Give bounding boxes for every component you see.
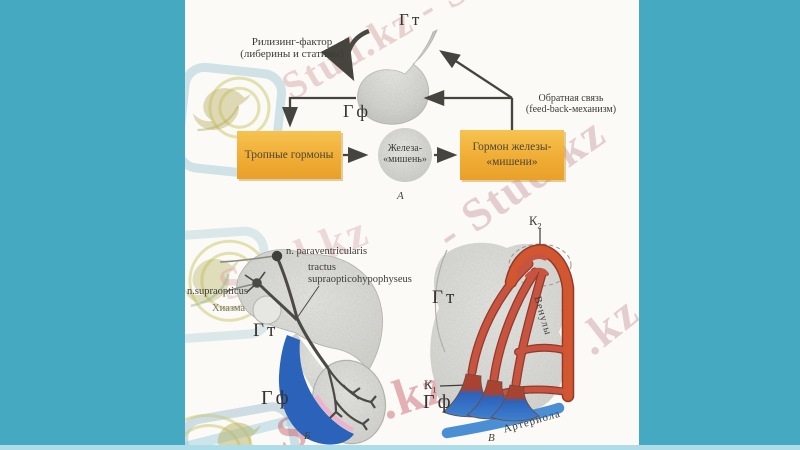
fig-v-hypophysis-label: Гф [423,391,454,413]
fig-b-caption: Б [304,430,311,442]
scan-panel: Stud.kz - Stud. - Stud.kz Stud.kz - Stud… [185,0,639,450]
target-gland-circle [378,128,432,182]
capillary-dashed-circle [508,243,572,287]
figure-a-shapes [281,28,514,182]
target-gland-label: Железа- «мишень» [383,143,427,166]
releasing-factor-label: Рилизинг-фактор (либерины и статины) [240,36,344,61]
gland-outline-gray [430,242,569,417]
feedback-to-gt-arrow [439,50,513,99]
fig-b-hypothalamus-label: Гт [253,320,279,341]
k2-label: К2 [529,214,542,231]
chiasma-shape [252,295,282,325]
figure-v-shapes [430,228,575,439]
bottom-strip [0,445,800,450]
k1-label: К1 [424,378,437,395]
feedback-label: Обратная связь (feed-back-механизм) [525,93,617,116]
fig-v-caption: В [488,432,495,444]
fig-a-hypothalamus-label: Гт [399,10,423,29]
posterior-lobe-blue [278,335,354,445]
chiasma-label: Хиазма [212,303,246,314]
supraopticus-label: n.supraopticus [187,286,248,297]
fig-b-hypophysis-label: Гф [261,387,292,409]
paraventricularis-label: n. paraventricularis [286,246,368,257]
figure-shapes [219,28,575,445]
releasing-arrow [320,28,370,82]
supraoptic-nucleus-cluster [244,271,266,293]
target-hormone-box: Гормон железы-«мишени» [460,130,564,180]
tractus-label: tractus supraopticohypophyseus [308,262,412,285]
sinusoid-funnels [442,373,540,422]
tropic-hormones-box: Тропные гормоны [237,131,341,179]
pituitary-gland-shape [357,29,438,125]
fig-a-hypophysis-label: Гф [343,101,372,121]
paraventricular-nucleus-dot [271,250,283,262]
gland-to-tropic-arrow [281,96,356,128]
fig-a-caption: А [397,190,404,202]
figure-b-shapes [219,249,386,445]
hypothalamus-shape [236,249,383,372]
fig-v-hypothalamus-label: Гт [432,287,458,308]
gland-edge-line [434,249,448,353]
